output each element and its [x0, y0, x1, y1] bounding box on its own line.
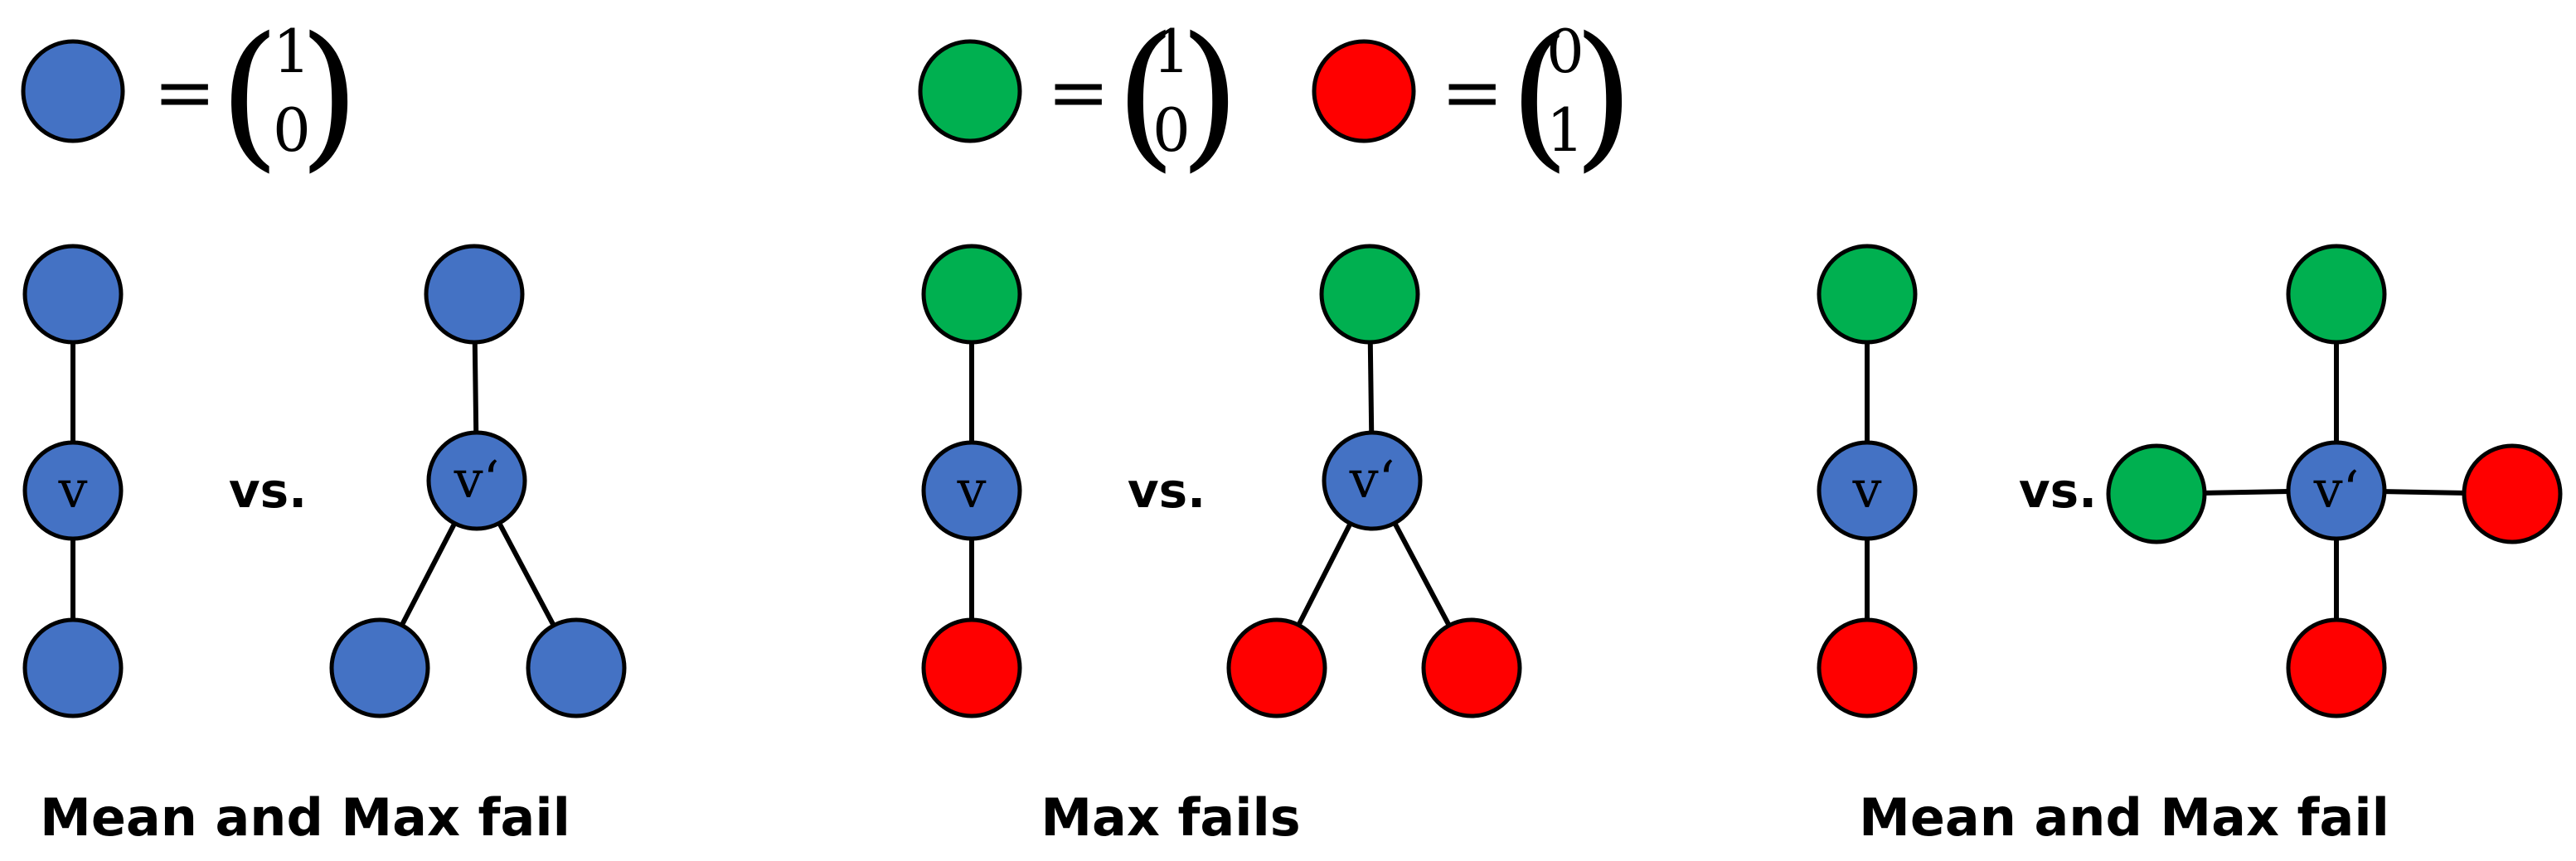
- center-node-label: v: [956, 459, 986, 520]
- caption: Max fails: [1041, 787, 1300, 848]
- graph-left: v: [22, 244, 124, 718]
- neighbor-node: [1421, 617, 1522, 718]
- center-node: [1322, 430, 1423, 531]
- legend-vector-top: 0: [1546, 17, 1584, 86]
- caption: Mean and Max fail: [1859, 787, 2389, 848]
- caption: Mean and Max fail: [40, 787, 570, 848]
- neighbor-node: [22, 617, 124, 718]
- legend-blue-node: [21, 39, 125, 143]
- neighbor-node: [1817, 617, 1918, 718]
- panel-2: v vs. v‘ Max fails: [921, 244, 1522, 848]
- vs-label: vs.: [1128, 462, 1206, 519]
- legend-paren-open: (: [1115, 3, 1176, 186]
- panel-1: v vs. v‘ Mean and Max fail: [22, 244, 627, 848]
- neighbor-node: [22, 244, 124, 345]
- legend-vector-top: 1: [273, 17, 311, 86]
- neighbor-node: [1226, 617, 1327, 718]
- legend-paren-close: ): [1573, 3, 1634, 186]
- legend-paren-open: (: [219, 3, 280, 186]
- neighbor-node: [921, 244, 1022, 345]
- legend-vector-bottom: 0: [1152, 95, 1191, 165]
- legend-equals: =: [1047, 49, 1109, 136]
- graph-left: v: [921, 244, 1022, 718]
- center-node: [426, 430, 527, 531]
- legend-equals: =: [1441, 49, 1503, 136]
- legend: = ( 1 0 ) = ( 1 0 ) = ( 0 1 ): [21, 3, 1634, 186]
- neighbor-node: [329, 617, 430, 718]
- neighbor-node: [2286, 244, 2387, 345]
- legend-red-node: [1312, 39, 1416, 143]
- center-node-label: v‘: [454, 449, 500, 510]
- legend-red: = ( 0 1 ): [1312, 3, 1634, 186]
- legend-paren-open: (: [1509, 3, 1570, 186]
- neighbor-node: [921, 617, 1022, 718]
- legend-vector-bottom: 1: [1546, 95, 1584, 165]
- center-node-label: v‘: [1349, 449, 1395, 510]
- legend-paren-close: ): [1179, 3, 1240, 186]
- legend-paren-close: ): [298, 3, 360, 186]
- center-node: [2286, 440, 2387, 541]
- graph-left: v: [1817, 244, 1918, 718]
- legend-equals: =: [153, 49, 216, 136]
- graph-right: v‘: [329, 244, 627, 718]
- neighbor-node: [2462, 443, 2563, 544]
- legend-vector-bottom: 0: [273, 95, 311, 165]
- center-node-label: v: [1851, 459, 1881, 520]
- graph-right: v‘: [2106, 244, 2563, 718]
- center-node: [921, 440, 1022, 541]
- vs-label: vs.: [2019, 462, 2097, 519]
- panel-3: v vs. v‘ Mean and Max fail: [1817, 244, 2563, 848]
- legend-vector-top: 1: [1152, 17, 1191, 86]
- center-node: [22, 440, 124, 541]
- center-node-label: v‘: [2313, 459, 2360, 520]
- legend-green-node: [918, 39, 1022, 143]
- graph-right: v‘: [1226, 244, 1522, 718]
- neighbor-node: [1817, 244, 1918, 345]
- center-node: [1817, 440, 1918, 541]
- neighbor-node: [2106, 443, 2207, 544]
- legend-green: = ( 1 0 ): [918, 3, 1240, 186]
- neighbor-node: [1319, 244, 1420, 345]
- neighbor-node: [2286, 617, 2387, 718]
- neighbor-node: [526, 617, 627, 718]
- vs-label: vs.: [229, 462, 307, 519]
- legend-blue: = ( 1 0 ): [21, 3, 360, 186]
- neighbor-node: [424, 244, 525, 345]
- center-node-label: v: [57, 459, 87, 520]
